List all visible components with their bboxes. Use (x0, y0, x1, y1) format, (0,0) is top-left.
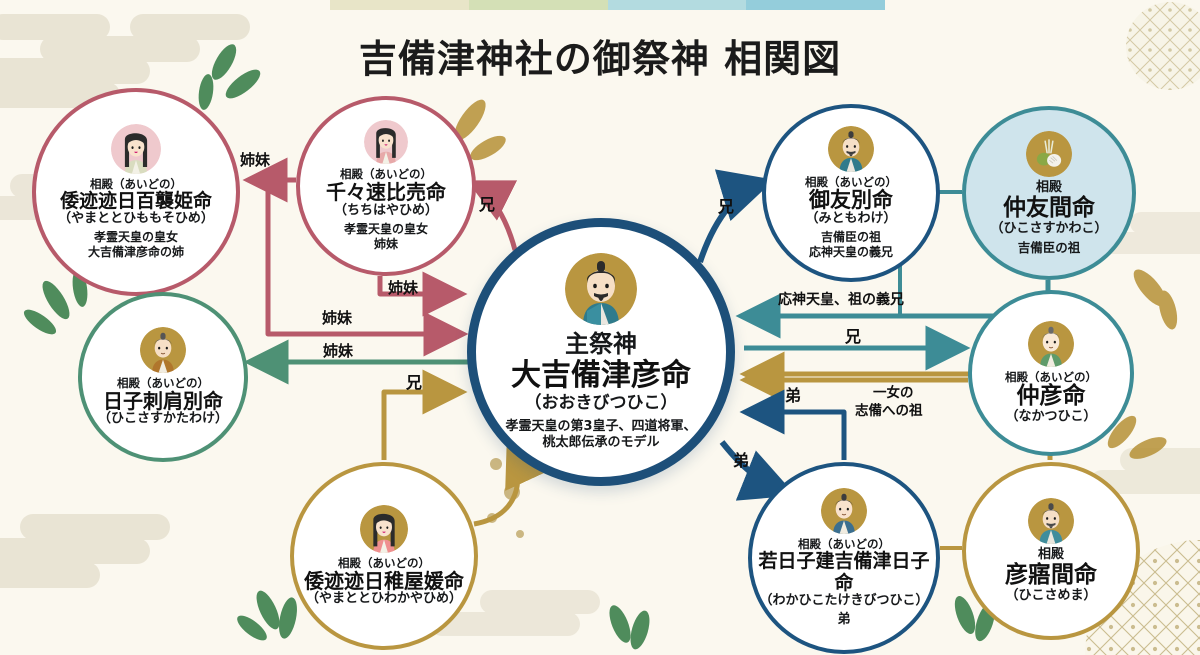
edge-label-shimai-mid1: 姉妹 (388, 279, 419, 297)
node-role: 相殿（あいどの） (117, 375, 209, 390)
node-role: 相殿（あいどの） (798, 537, 890, 552)
edge-wakahiko-to-main (739, 389, 847, 460)
node-main-deity[interactable]: 主祭神 大吉備津彦命 （おおきびつひこ） 孝霊天皇の第3皇子、四道将軍、 桃太郎… (467, 218, 735, 486)
node-subtitle-line1: 弟 (837, 611, 851, 627)
node-name: 大吉備津彦命 (511, 358, 691, 394)
node-subtitle-line1: 孝霊天皇の皇女 (343, 221, 428, 236)
edge-label-ojin: 応神天皇、祖の義兄 (778, 292, 904, 308)
edge-label-ani-nakatsuhiko: 兄 (845, 327, 862, 346)
node-name: 若日子建吉備津日子命 (758, 550, 930, 594)
node-kana: （やまととひわかやひめ） (305, 591, 462, 607)
node-role: 相殿（あいどの） (805, 174, 897, 189)
female-noble-avatar-icon (111, 123, 161, 174)
female-noble-avatar-icon (360, 504, 408, 553)
node-name: 千々速比売命 (326, 180, 446, 205)
topbar-seg-3 (607, 0, 747, 10)
edge-label-ani-chichihaya: 兄 (479, 195, 496, 214)
node-subtitle: 孝霊天皇の第3皇子、四道将軍、 桃太郎伝承のモデル (505, 419, 696, 452)
node-subtitle-line1: 吉備臣の祖 (820, 230, 881, 245)
node-kana: （わかひこたけきびつひこ） (759, 592, 929, 608)
node-kana: （おおきびつひこ） (524, 393, 678, 414)
node-kana: （やまととひももそひめ） (58, 211, 214, 227)
node-name: 仲彦命 (1016, 383, 1086, 410)
node-kana: （なかつひこ） (1005, 409, 1097, 425)
male-noble-avatar-icon (1028, 321, 1074, 368)
edge-main-to-wakahiko (719, 440, 796, 501)
edge-label-oto-nakatsuhiko: 弟 (785, 386, 802, 405)
edge-label-ichijo-line1: 一女の (873, 385, 914, 401)
node-subtitle-line2: 桃太郎伝承のモデル (542, 434, 660, 450)
edge-label-ani-wakayahime: 兄 (406, 373, 423, 392)
node-mitomowake[interactable]: 相殿（あいどの） 御友別命 （みともわけ） 吉備臣の祖 応神天皇の義兄 (762, 104, 940, 282)
node-subtitle-line1: 孝霊天皇の皇女 (93, 230, 178, 245)
node-hikosasukatawake[interactable]: 相殿（あいどの） 日子刺肩別命 （ひこさすかたわけ） (78, 292, 248, 462)
node-name: 仲友間命 (1003, 194, 1095, 221)
node-subtitle: 吉備臣の祖 (1018, 240, 1081, 256)
node-hikosamema[interactable]: 相殿 彦寤間命 （ひこさめま） (962, 462, 1140, 640)
node-nakatsuhiko[interactable]: 相殿（あいどの） 仲彦命 （なかつひこ） (968, 290, 1134, 456)
node-role: 相殿（あいどの） (340, 167, 432, 182)
node-nakatomowake[interactable]: 相殿 仲友間命 （ひこさすかわこ） 吉備臣の祖 (962, 106, 1136, 280)
node-name: 御友別命 (809, 187, 893, 212)
edge-wakayahime-arc-to-main (473, 440, 547, 527)
node-subtitle-line2: 大吉備津彦命の姉 (87, 245, 184, 260)
edge-label-ichijo-line2: 志備への祖 (855, 403, 923, 419)
node-subtitle: 吉備臣の祖 応神天皇の義兄 (809, 230, 893, 260)
node-kana: （ひこさすかたわけ） (97, 411, 228, 427)
vegetable-offering-icon (1026, 130, 1072, 177)
male-noble-avatar-icon (565, 252, 637, 325)
node-subtitle-line1: 孝霊天皇の第3皇子、四道将軍、 (505, 418, 697, 434)
male-noble-avatar-icon (1028, 498, 1074, 545)
node-subtitle: 孝霊天皇の皇女 大吉備津彦命の姉 (88, 230, 184, 260)
male-noble-avatar-icon (828, 125, 874, 172)
node-name: 彦寤間命 (1005, 562, 1097, 589)
node-role: 主祭神 (565, 329, 637, 358)
topbar-seg-4 (746, 0, 885, 10)
node-name: 倭迹迹日百襲姫命 (59, 190, 212, 212)
edge-label-shimai-top: 姉妹 (240, 151, 271, 169)
node-name: 日子刺肩別命 (103, 388, 223, 413)
male-noble-avatar-icon (140, 326, 186, 373)
node-kana: （ひこさすかわこ） (990, 220, 1108, 236)
node-subtitle-line2: 姉妹 (373, 236, 398, 251)
node-yamatotohimomosohime[interactable]: 相殿（あいどの） 倭迹迹日百襲姫命 （やまととひももそひめ） 孝霊天皇の皇女 大… (32, 88, 240, 296)
node-chichihayahime[interactable]: 相殿（あいどの） 千々速比売命 （ちちはやひめ） 孝霊天皇の皇女 姉妹 (296, 96, 476, 276)
node-role: 相殿 (1037, 547, 1064, 563)
female-noble-avatar-icon (364, 120, 408, 165)
edge-main-to-mitomowake (697, 169, 775, 263)
node-kana: （ひこさめま） (1005, 587, 1097, 603)
node-wakahikotakekibitsuhiko[interactable]: 相殿（あいどの） 若日子建吉備津日子命 （わかひこたけきびつひこ） 弟 (748, 462, 940, 654)
node-subtitle: 弟 (837, 612, 850, 628)
node-role: 相殿（あいどの） (338, 555, 430, 570)
node-name: 倭迹迹日稚屋媛命 (304, 568, 464, 593)
edge-label-ani-mitomowake: 兄 (718, 197, 735, 216)
topbar-seg-1 (330, 0, 469, 10)
top-color-bar (330, 0, 885, 10)
node-kana: （ちちはやひめ） (333, 202, 438, 218)
male-noble-avatar-icon (821, 488, 867, 535)
topbar-seg-2 (468, 0, 608, 10)
node-role: 相殿 (1035, 179, 1062, 195)
node-subtitle-line1: 吉備臣の祖 (1017, 239, 1081, 255)
edge-label-shimai-green: 姉妹 (323, 342, 354, 360)
edge-label-shimai-mid2: 姉妹 (322, 309, 353, 327)
node-yamatotohiwakayahime[interactable]: 相殿（あいどの） 倭迹迹日稚屋媛命 （やまととひわかやひめ） (290, 462, 478, 650)
node-subtitle: 孝霊天皇の皇女 姉妹 (344, 222, 428, 252)
edge-wakayahime-to-main (381, 369, 468, 460)
node-kana: （みともわけ） (805, 211, 897, 227)
node-subtitle-line2: 応神天皇の義兄 (808, 245, 893, 260)
edge-label-oto-wakahiko: 弟 (733, 451, 750, 470)
page-title: 吉備津神社の御祭神 相関図 (358, 37, 842, 81)
